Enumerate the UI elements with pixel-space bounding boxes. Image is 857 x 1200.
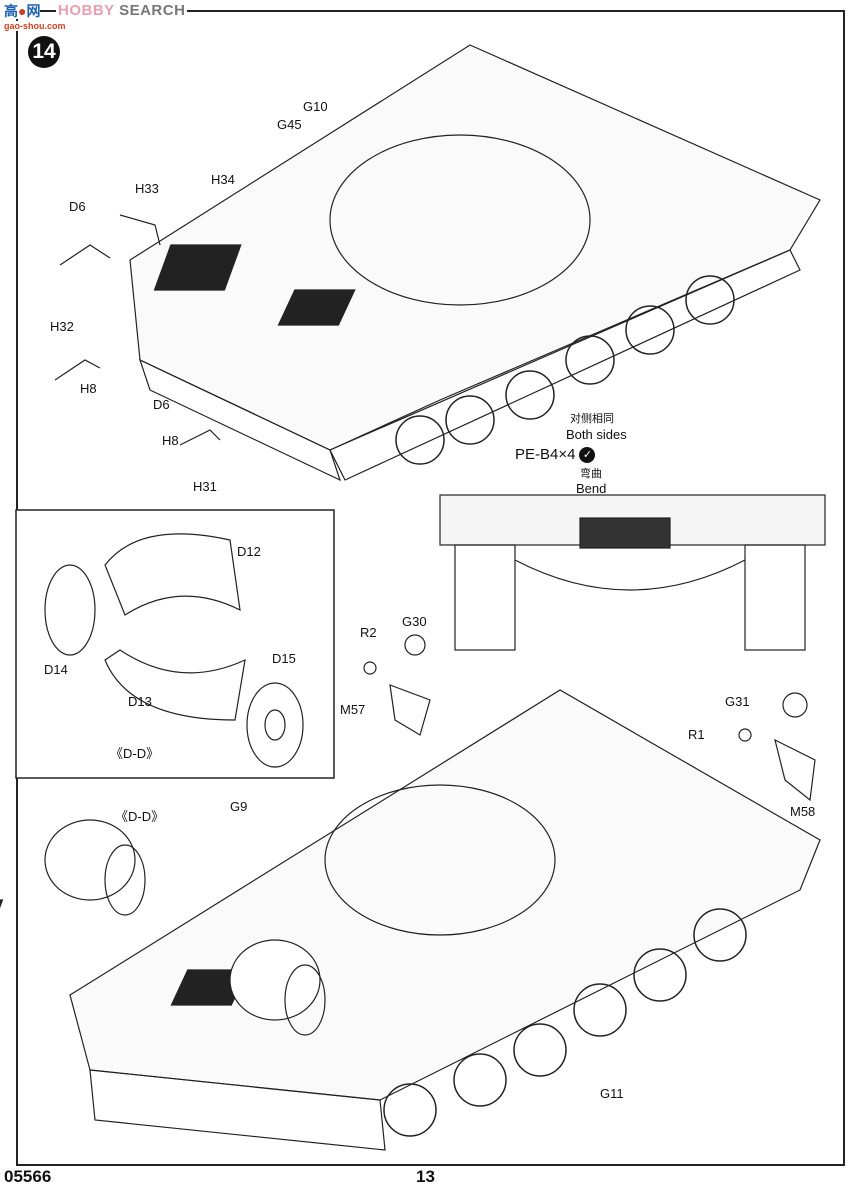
step-number: 14 — [28, 36, 60, 68]
part-label-m58: M58 — [790, 804, 816, 819]
tank-top-view — [54, 44, 821, 482]
pe-part-text: PE-B4×4 — [515, 446, 576, 463]
part-label-r1: R1 — [688, 727, 705, 742]
pe-part-label: PE-B4×4✓ — [515, 446, 596, 464]
kit-number: 05566 — [4, 1167, 52, 1186]
part-label-g31: G31 — [725, 694, 750, 709]
detail-dd-label: 《D-D》 — [115, 809, 165, 824]
part-label-d12: D12 — [237, 544, 261, 559]
part-label-g30: G30 — [402, 614, 427, 629]
part-label-h8: H8 — [80, 381, 97, 396]
part-label-m57: M57 — [340, 702, 366, 717]
watermark-logo: HOBBY SEARCH — [56, 2, 188, 19]
part-label-h33: H33 — [135, 181, 159, 196]
part-label-d6: D6 — [69, 199, 86, 214]
part-label-h32: H32 — [50, 319, 74, 334]
tank-bottom-view — [0, 634, 821, 1151]
bend-zh: 弯曲 — [580, 468, 602, 480]
both-sides-zh: 对侧相同 — [570, 413, 614, 425]
tank-rear-view — [439, 494, 826, 651]
part-label-d13: D13 — [128, 694, 152, 709]
both-sides-label: Both sides — [566, 427, 627, 442]
part-label-h34: H34 — [211, 172, 235, 187]
part-label-h31: H31 — [193, 479, 217, 494]
site-logo: 高●网 — [4, 3, 41, 19]
part-label-d15: D15 — [272, 651, 296, 666]
bend-label: Bend — [576, 481, 607, 496]
part-label-d6-2: D6 — [153, 397, 170, 412]
part-label-d14: D14 — [44, 662, 68, 677]
site-url-logo: gao-shou.com — [4, 21, 66, 31]
inset-drums — [44, 533, 304, 768]
check-bend-icon: ✓ — [579, 447, 596, 464]
page-number: 13 — [416, 1167, 435, 1186]
part-label-h8-2: H8 — [162, 433, 179, 448]
part-label-g11: G11 — [600, 1086, 624, 1101]
part-label-g9: G9 — [230, 799, 248, 814]
inset-frame — [15, 509, 335, 779]
inset-caption: 《D-D》 — [110, 746, 160, 761]
part-label-g10: G10 — [303, 99, 328, 114]
part-label-r2: R2 — [360, 625, 377, 640]
part-label-g45: G45 — [277, 117, 302, 132]
